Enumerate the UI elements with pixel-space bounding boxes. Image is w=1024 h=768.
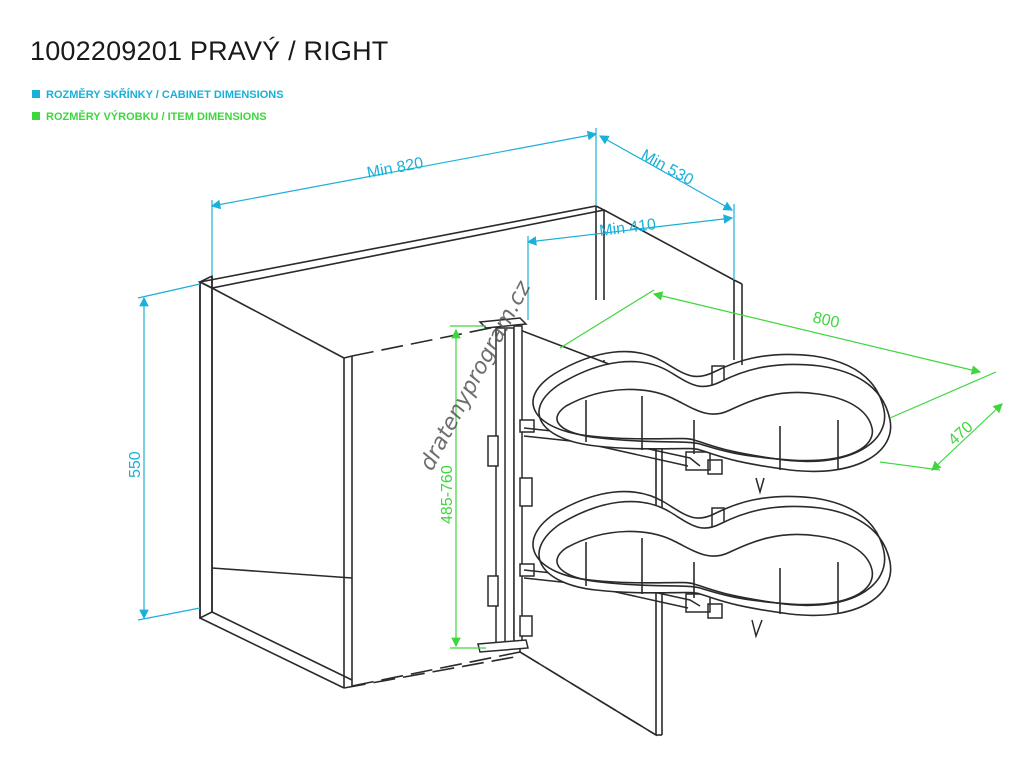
support-post (477, 317, 535, 653)
item-dimension-lines (450, 289, 1003, 649)
dim-cabinet-width: Min 820 (366, 155, 425, 182)
dim-basket-width: 800 (811, 309, 841, 332)
dim-height-range: 485-760 (439, 465, 456, 524)
lower-basket (532, 490, 892, 617)
page-title: 1002209201 PRAVÝ / RIGHT (30, 36, 389, 66)
square-swatch-icon (32, 90, 40, 98)
dim-basket-depth: 470 (945, 418, 976, 449)
dim-cabinet-depth: Min 530 (638, 147, 696, 190)
cabinet-outline (197, 205, 743, 737)
dim-door-width: Min 410 (598, 216, 657, 240)
dim-cabinet-height: 550 (127, 451, 144, 478)
square-swatch-icon (32, 112, 40, 120)
legend-cabinet-dimensions: ROZMĚRY SKŘÍNKY / CABINET DIMENSIONS (32, 89, 284, 101)
legend-label: ROZMĚRY VÝROBKU / ITEM DIMENSIONS (46, 111, 267, 123)
cabinet-dimension-lines (137, 128, 735, 621)
upper-basket (532, 350, 892, 473)
legend-label: ROZMĚRY SKŘÍNKY / CABINET DIMENSIONS (46, 89, 284, 101)
legend-item-dimensions: ROZMĚRY VÝROBKU / ITEM DIMENSIONS (32, 111, 267, 123)
